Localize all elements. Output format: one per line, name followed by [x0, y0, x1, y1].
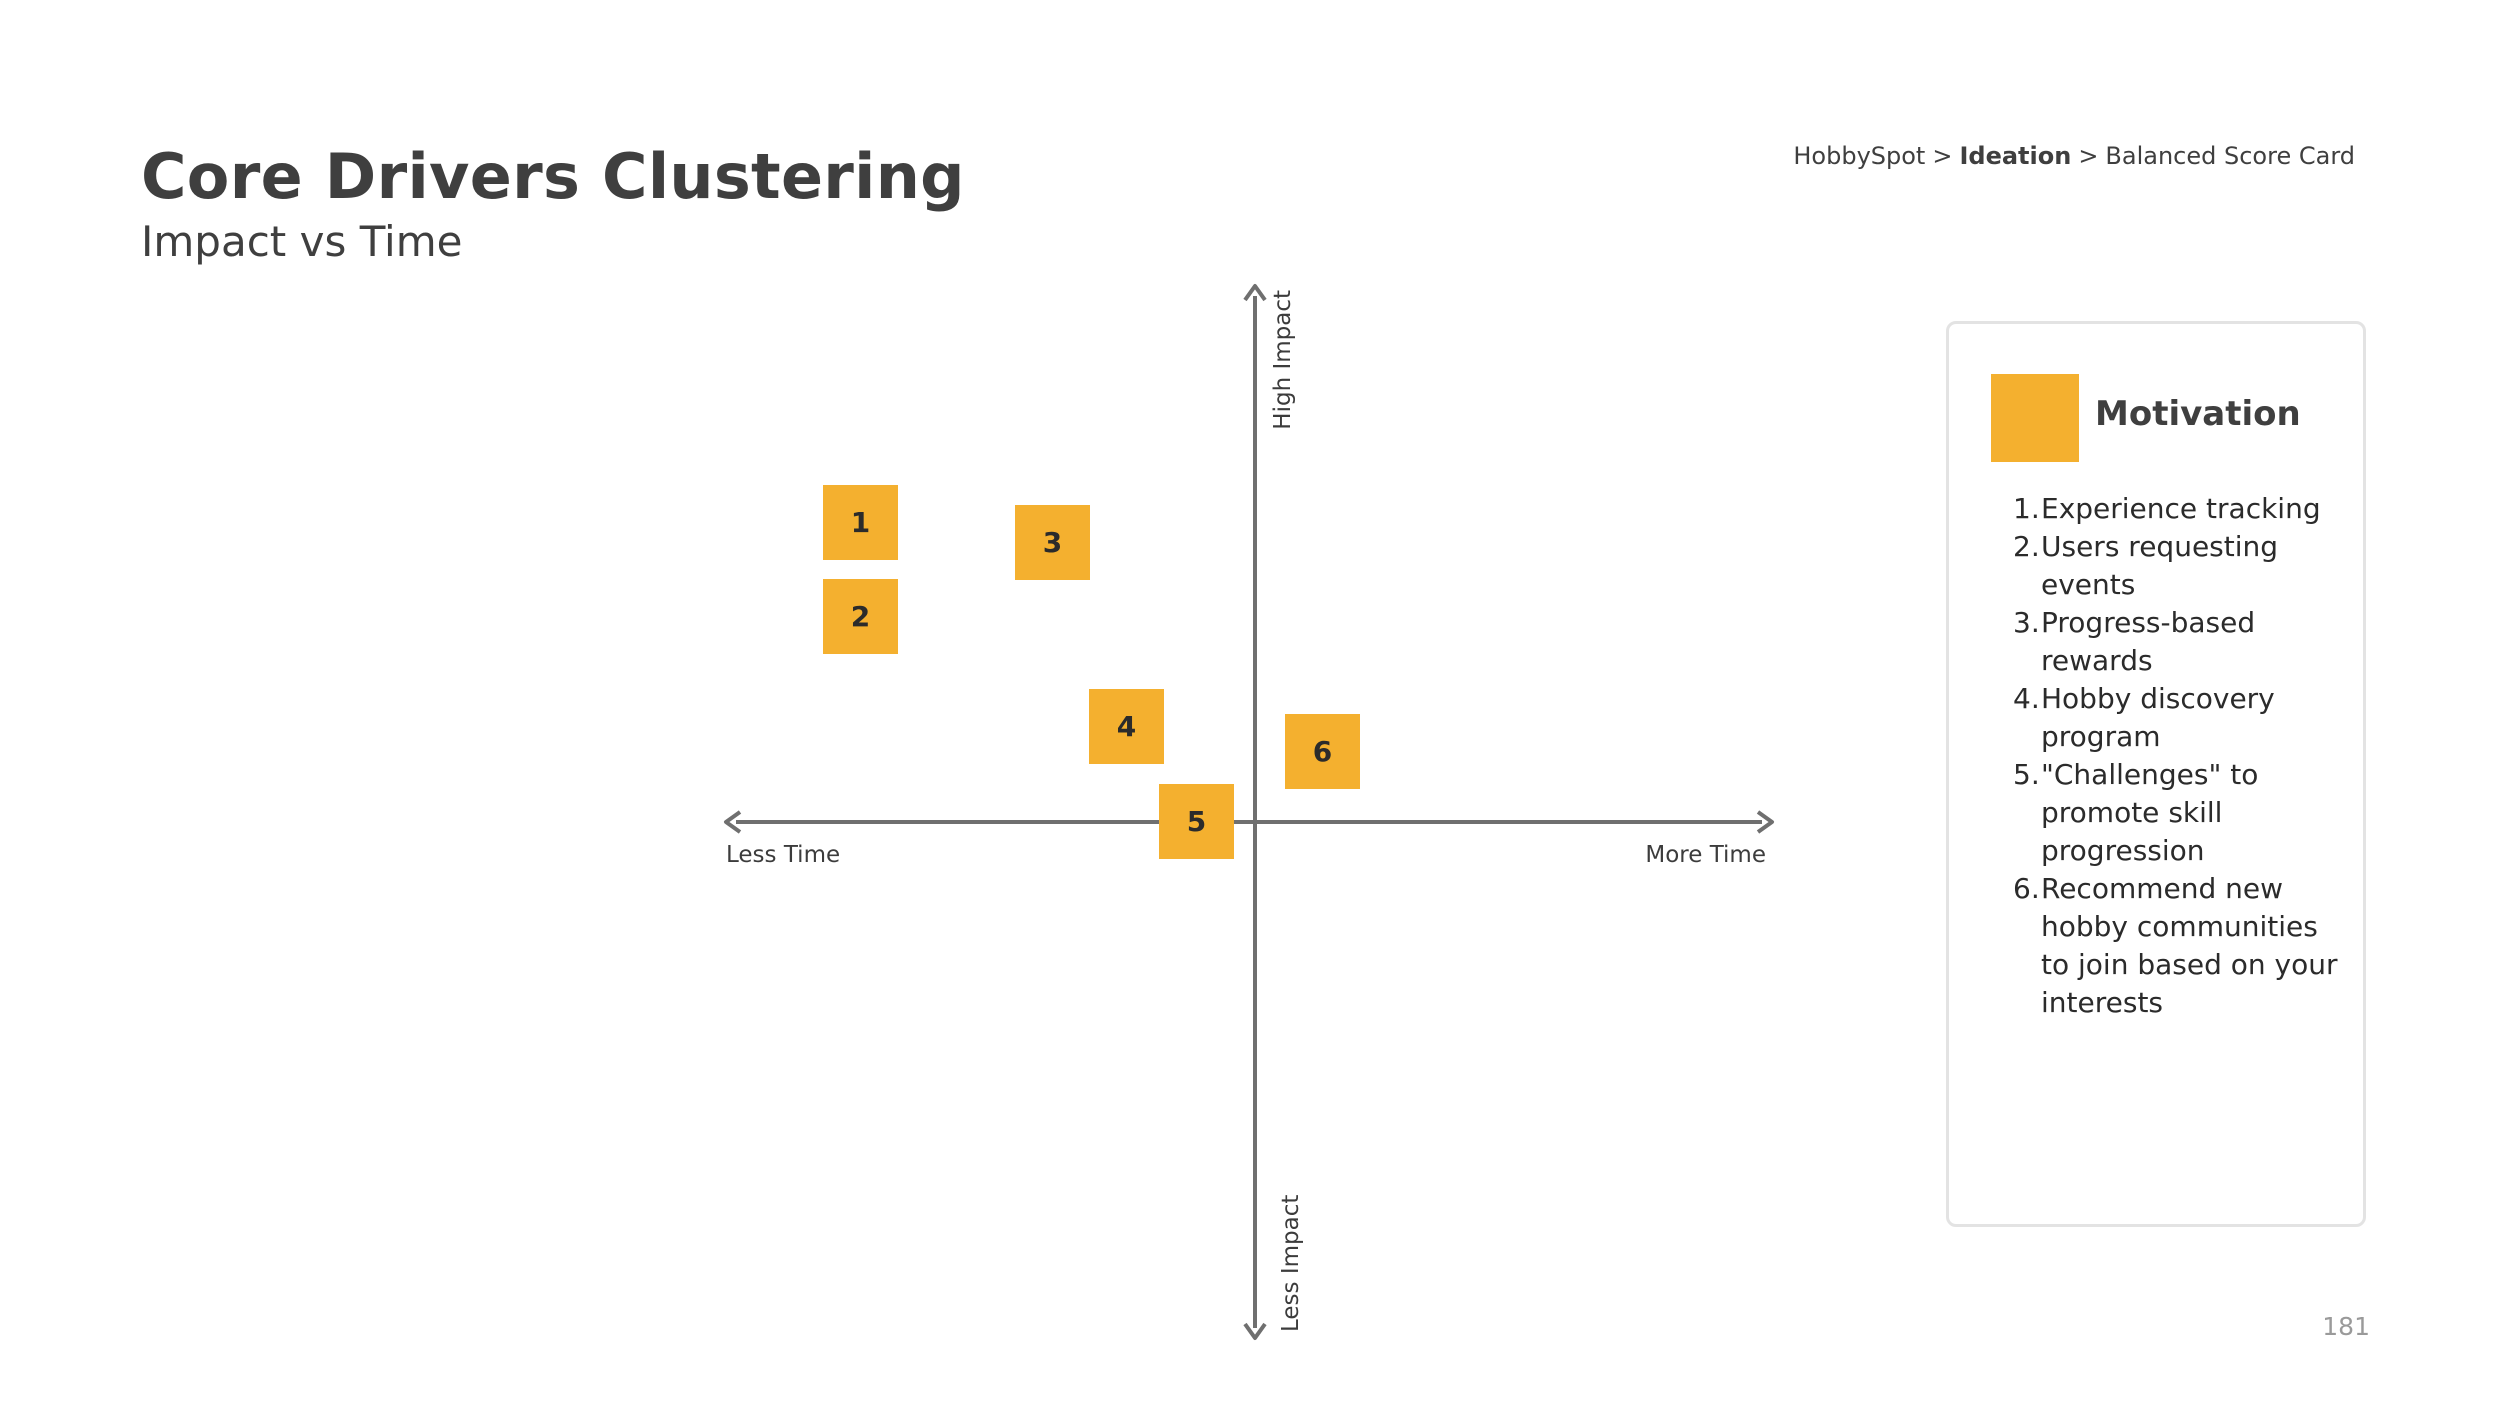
breadcrumb: HobbySpot>Ideation>Balanced Score Card: [1793, 142, 2355, 170]
y-axis-arrow-bottom: [1243, 1322, 1267, 1340]
sticky-note-5[interactable]: 5: [1159, 784, 1234, 859]
legend-item-number: 4.: [2013, 682, 2040, 715]
legend-title: Motivation: [2095, 394, 2301, 434]
sticky-note-3[interactable]: 3: [1015, 505, 1090, 580]
sticky-note-label: 3: [1043, 526, 1062, 559]
x-axis-arrow-left: [724, 810, 742, 834]
sticky-note-1[interactable]: 1: [823, 485, 898, 560]
sticky-note-4[interactable]: 4: [1089, 689, 1164, 764]
legend-list: 1.Experience tracking 2.Users requesting…: [2013, 490, 2343, 1022]
legend-item: 6.Recommend new hobby communities to joi…: [2013, 870, 2343, 1022]
page-number: 181: [2322, 1312, 2370, 1341]
breadcrumb-item-balanced-score-card[interactable]: Balanced Score Card: [2105, 142, 2355, 170]
sticky-note-label: 4: [1117, 710, 1136, 743]
sticky-note-label: 1: [851, 506, 870, 539]
breadcrumb-item-ideation[interactable]: Ideation: [1959, 142, 2072, 170]
legend-card: Motivation 1.Experience tracking 2.Users…: [1946, 321, 2366, 1227]
legend-item-text: Experience tracking: [2041, 492, 2321, 525]
legend-item-number: 6.: [2013, 872, 2040, 905]
legend-item-number: 2.: [2013, 530, 2040, 563]
legend-item: 5."Challenges" to promote skill progress…: [2013, 756, 2343, 870]
legend-item: 3.Progress-based rewards: [2013, 604, 2343, 680]
y-axis-arrow-top: [1243, 284, 1267, 302]
sticky-note-label: 6: [1313, 735, 1332, 768]
breadcrumb-separator: >: [2078, 142, 2099, 170]
legend-item-text: Progress-based rewards: [2041, 606, 2256, 677]
legend-item-text: Hobby discovery program: [2041, 682, 2275, 753]
x-axis-left-label: Less Time: [726, 842, 840, 868]
sticky-note-6[interactable]: 6: [1285, 714, 1360, 789]
legend-item-number: 1.: [2013, 492, 2040, 525]
sticky-note-label: 5: [1187, 805, 1206, 838]
page-title: Core Drivers Clustering: [141, 140, 965, 213]
legend-item-number: 3.: [2013, 606, 2040, 639]
legend-item-number: 5.: [2013, 758, 2040, 791]
x-axis-arrow-right: [1756, 810, 1774, 834]
x-axis-right-label: More Time: [1645, 842, 1766, 868]
legend-item-text: "Challenges" to promote skill progressio…: [2041, 758, 2259, 867]
sticky-note-label: 2: [851, 600, 870, 633]
breadcrumb-item-hobbyspot[interactable]: HobbySpot: [1793, 142, 1926, 170]
legend-color-swatch: [1991, 374, 2079, 462]
y-axis-bottom-label: Less Impact: [1278, 1195, 1304, 1332]
legend-item: 4.Hobby discovery program: [2013, 680, 2343, 756]
y-axis-top-label: High Impact: [1270, 290, 1296, 430]
legend-item-text: Recommend new hobby communities to join …: [2041, 872, 2338, 1019]
legend-item-text: Users requesting events: [2041, 530, 2279, 601]
legend-item: 1.Experience tracking: [2013, 490, 2343, 528]
page-subtitle: Impact vs Time: [141, 217, 463, 266]
legend-item: 2.Users requesting events: [2013, 528, 2343, 604]
breadcrumb-separator: >: [1932, 142, 1953, 170]
sticky-note-2[interactable]: 2: [823, 579, 898, 654]
